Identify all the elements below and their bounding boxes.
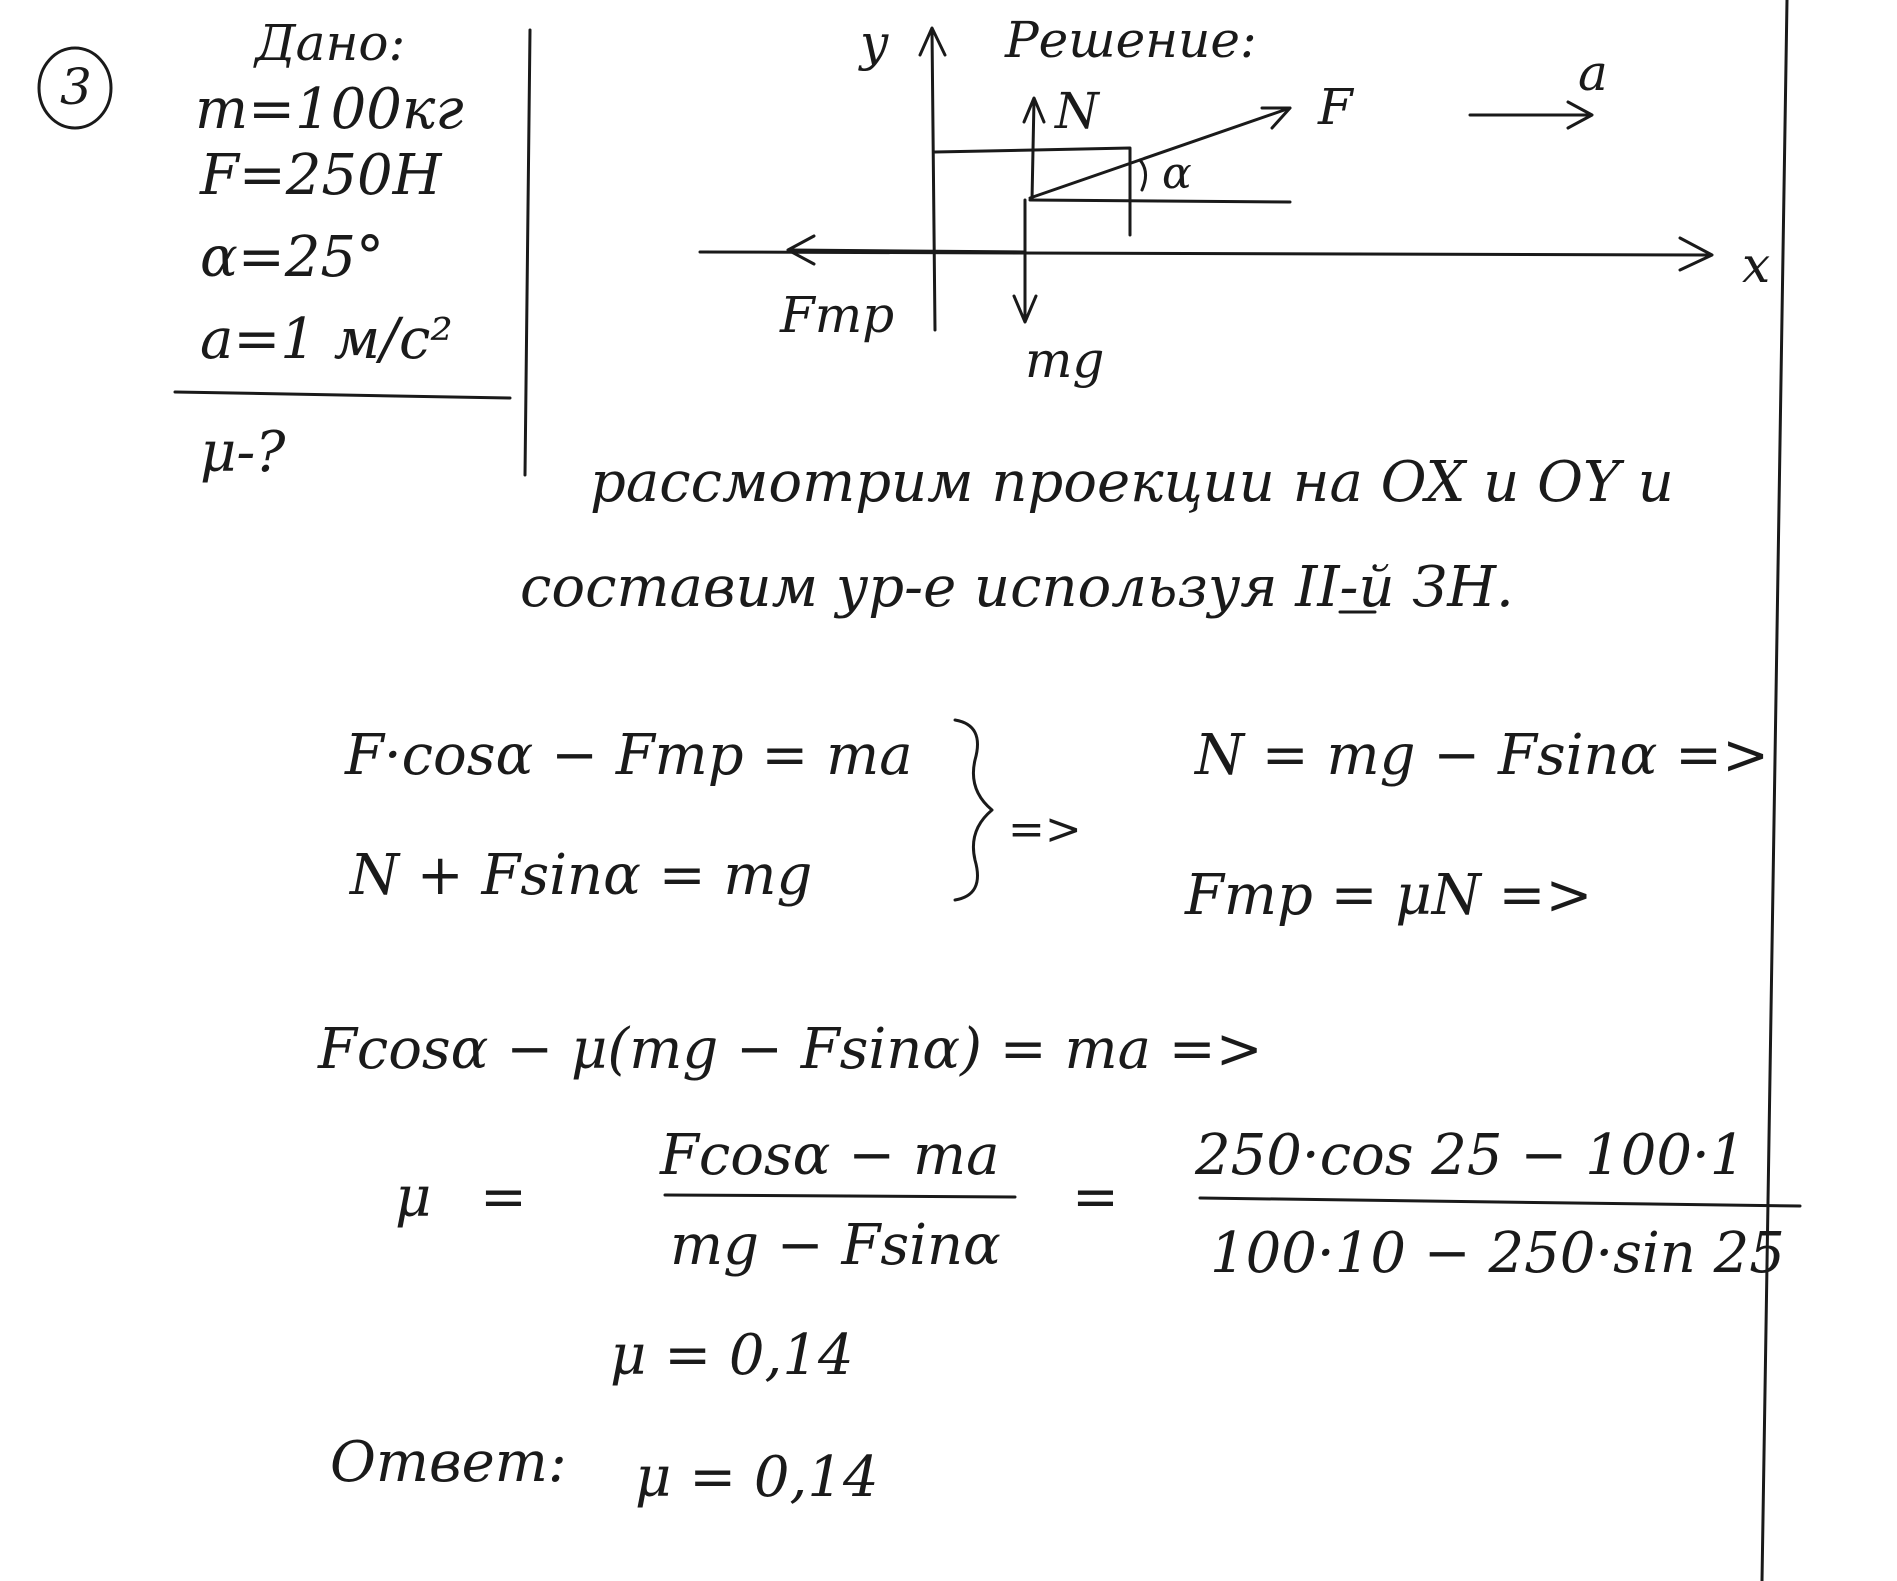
explanation-line-2: составим ур-е используя II-й ЗН. [520,555,1514,620]
gravity-arrow [1012,294,1038,324]
given-underline [173,390,512,400]
applied-force-label: F [1318,78,1353,136]
numeric-denominator: 100·10 − 250·sin 25 [1210,1221,1785,1286]
angle-label: α [1162,148,1192,199]
angle-arc [1138,158,1147,192]
friction-force-vector [788,248,1027,254]
margin-line [1760,0,1789,1581]
applied-force-arrow [1260,106,1292,130]
problem-number: 3 [60,58,92,116]
fraction-bar [663,1193,1017,1199]
combined-equation: Fcosα − μ(mg − Fsinα) = ma => [318,1017,1263,1082]
given-force: F=250Н [200,143,442,208]
equation-x-projection: F·cosα − Fтр = ma [345,723,913,788]
equals-sign-2: = [1072,1165,1119,1230]
y-axis-arrow [918,26,947,57]
block-rect [933,146,1132,237]
given-separator-line [523,28,532,477]
mu-symbol: μ [395,1165,432,1230]
answer-label: Ответ: [330,1430,567,1495]
problem-number-circle [37,46,113,130]
x-axis-arrow [1678,236,1714,272]
numeric-numerator: 250·cos 25 − 100·1 [1195,1123,1746,1188]
given-title: Дано: [255,14,406,72]
answer-value: μ = 0,14 [635,1445,879,1510]
equals-sign: = [480,1165,527,1230]
fraction-numerator: Fcosα − ma [660,1123,1000,1188]
normal-force-label: N [1055,82,1099,140]
normal-force-vector [1030,98,1036,202]
given-mass: m=100кг [195,77,464,142]
y-axis-label: y [860,14,889,72]
friction-force-equation: Fтр = μN => [1185,863,1593,928]
friction-force-label: Fтр [780,286,895,344]
x-axis-label: x [1742,236,1771,294]
numeric-fraction-bar [1198,1196,1802,1208]
applied-force-vector [1028,106,1292,200]
acceleration-arrow [1566,100,1594,130]
friction-force-arrow [786,234,816,266]
x-axis-line [698,250,1712,257]
normal-force-equation: N = mg − Fsinα => [1195,723,1770,788]
angle-reference-line [1028,198,1292,204]
solution-title: Решение: [1005,11,1257,69]
given-angle: α=25° [200,225,384,290]
y-axis-line [930,28,937,332]
equation-y-projection: N + Fsinα = mg [350,843,813,908]
given-acceleration: a=1 м/с² [200,307,453,372]
system-implies: => [1008,804,1082,855]
mu-result: μ = 0,14 [610,1323,854,1388]
fraction-denominator: mg − Fsinα [670,1213,1001,1278]
normal-force-arrow [1022,96,1046,124]
gravity-label: mg [1025,331,1105,389]
explanation-line-1: рассмотрим проекции на OX и OY и [590,450,1674,515]
find-quantity: μ-? [200,420,286,485]
acceleration-label: a [1578,44,1608,102]
system-bracket [953,718,994,902]
